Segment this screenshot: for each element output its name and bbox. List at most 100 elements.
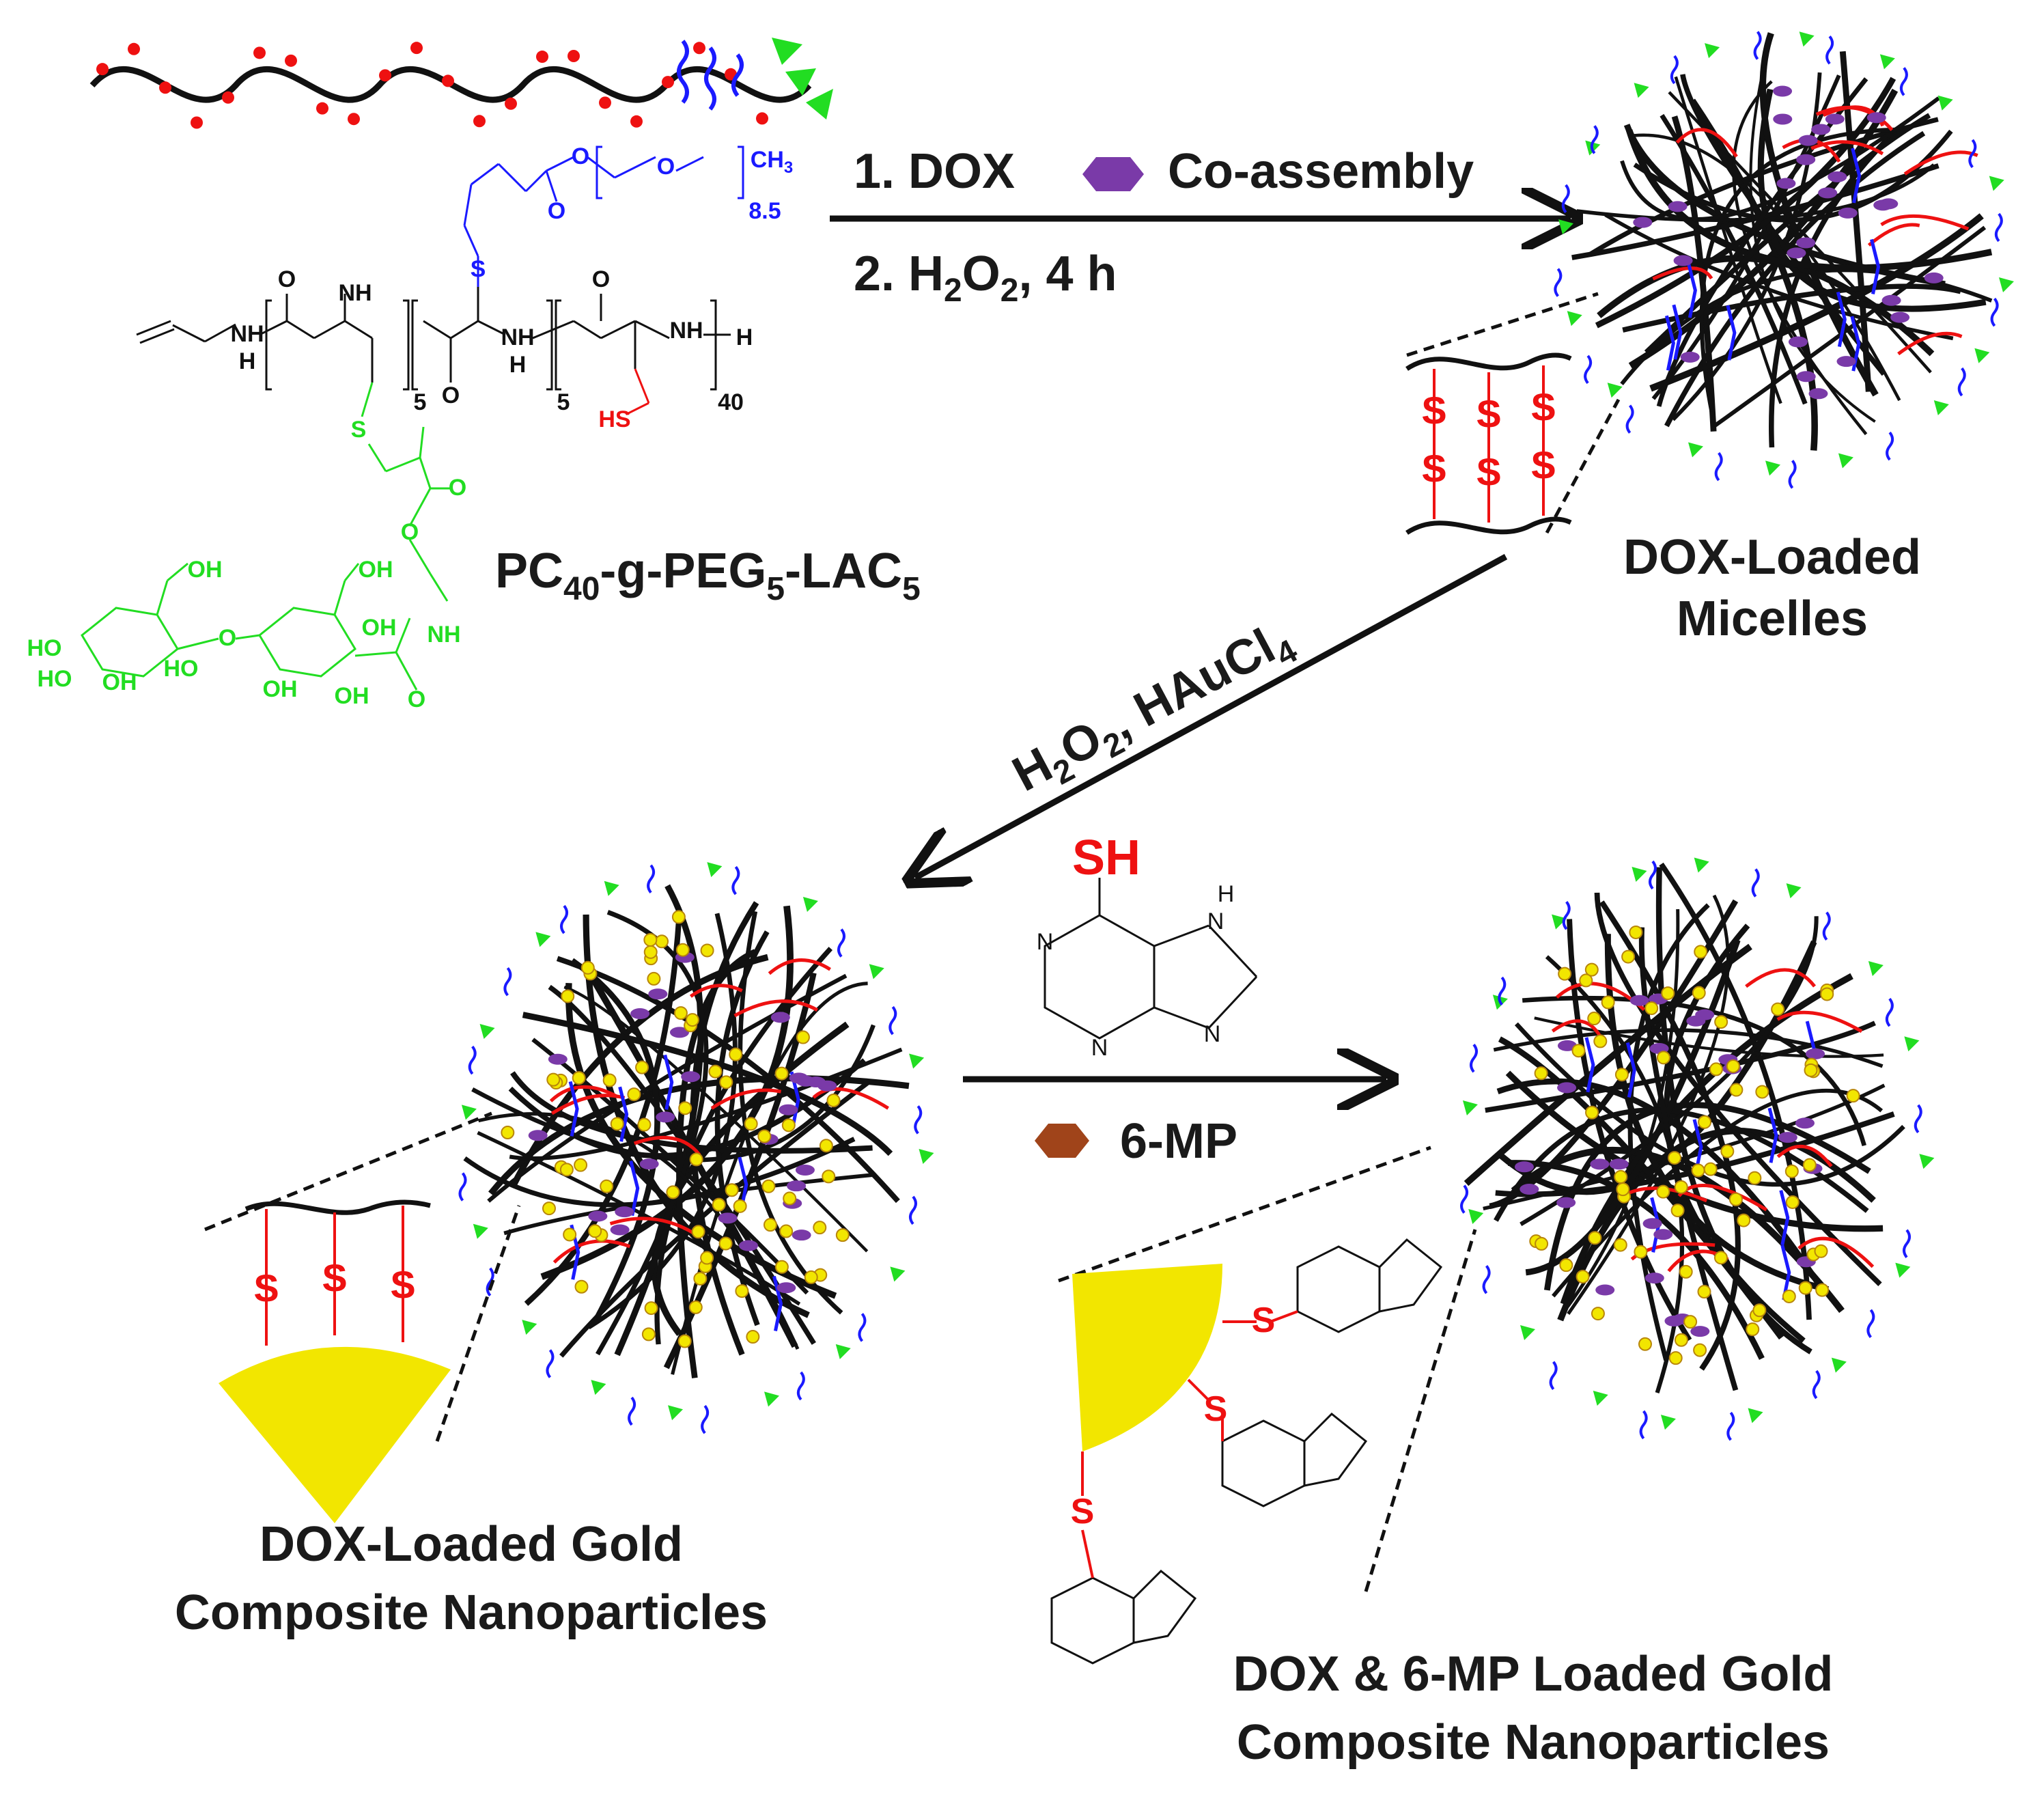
gold-bead	[708, 1064, 723, 1079]
lac-ligand	[802, 897, 818, 913]
polymer-strand	[556, 956, 900, 1204]
thiol-dot	[473, 115, 486, 128]
gold-bead	[542, 1201, 556, 1216]
dox-molecule	[1668, 201, 1688, 212]
lac-ligand	[1838, 453, 1853, 469]
mp-gold-zoom: S S S	[1050, 1145, 1477, 1665]
peg-chain	[1498, 976, 1507, 1006]
gold-bead	[574, 1158, 588, 1172]
peg-strand	[618, 1086, 629, 1142]
peg-chain	[1990, 297, 1999, 327]
gold-bead	[1691, 1163, 1705, 1178]
thiol-dot	[96, 63, 109, 76]
lac-ligand	[919, 1148, 934, 1164]
amide-h-1: H	[239, 348, 256, 374]
peg-chain	[560, 904, 569, 934]
disulfide-link	[1776, 1144, 1833, 1167]
peg-chain	[628, 1396, 636, 1426]
sugar-oh-5: OH	[362, 615, 397, 641]
polymer-strand	[1644, 113, 1931, 355]
gold-bead	[1667, 1151, 1681, 1165]
dox-molecule	[1629, 995, 1649, 1006]
thiol-dot	[568, 49, 580, 62]
polymer-strand	[1520, 916, 1819, 1227]
carbonyl-o-amide-lac: O	[408, 686, 425, 712]
thiol-dot	[599, 96, 611, 109]
lac-ligand	[869, 964, 884, 980]
carbonyl-o-2: O	[442, 383, 460, 408]
gold-bead	[1670, 1204, 1685, 1218]
polymer-strand	[1495, 1111, 1895, 1197]
disulfide-link	[733, 999, 819, 1018]
gold-zoom: S S S	[204, 1111, 521, 1523]
lac-ligand	[1558, 219, 1573, 235]
gold-bead	[1703, 1162, 1718, 1176]
dox-molecule	[681, 1071, 701, 1083]
peg-chain	[1482, 1264, 1491, 1294]
polymer-strand	[1668, 91, 1932, 374]
peg-chain	[837, 928, 846, 958]
peg-chain	[1866, 1309, 1875, 1338]
thiol-dot	[285, 54, 297, 67]
step2-label: 2. H2O2, 4 h	[854, 247, 1117, 309]
gold-bead	[1661, 986, 1675, 1001]
peg-chain	[1590, 125, 1599, 154]
sugar-ho-2: HO	[38, 666, 72, 692]
dox-molecule	[792, 1230, 811, 1241]
lac-ligand	[1552, 914, 1567, 930]
gold-bead	[757, 1129, 772, 1143]
disulfide-link	[549, 1085, 619, 1102]
lac-ligand	[1694, 857, 1709, 873]
polymer-strand	[1534, 1016, 1884, 1058]
dox-molecule	[1590, 1158, 1610, 1170]
peg-chain	[546, 1349, 555, 1378]
gold-bead	[559, 1163, 574, 1177]
gold-bead	[635, 1060, 649, 1074]
lac-ligand	[1593, 1390, 1608, 1406]
gold-bead	[1668, 1351, 1683, 1365]
dox-molecule	[1796, 237, 1816, 249]
lac-structure	[81, 382, 451, 691]
polymer-strand	[1567, 894, 1730, 1315]
gold-bead	[1726, 1059, 1740, 1073]
gold-bead	[685, 1013, 699, 1027]
polymer-strand	[1626, 129, 1993, 272]
peg-chain	[858, 1313, 867, 1342]
methyl-ch3: CH3	[751, 147, 793, 177]
lac-ligand	[1462, 1100, 1478, 1115]
gold-bead	[1584, 962, 1599, 977]
zoom-chain	[244, 1199, 431, 1215]
lac-ligand	[1688, 442, 1704, 458]
dox-molecule	[1673, 255, 1693, 266]
gold-bead	[719, 1075, 733, 1089]
step1-label: 1. DOX	[854, 144, 1015, 199]
gold-bead	[691, 1225, 705, 1239]
dox-molecule	[1811, 124, 1831, 135]
peg-chain	[796, 1371, 805, 1401]
polymer-strand	[1493, 1028, 1884, 1068]
gold-bead	[1709, 1062, 1723, 1076]
peg-chain	[1957, 367, 1966, 397]
peg-chain	[1751, 868, 1760, 898]
polymer-strand	[503, 1172, 876, 1236]
peg-chain	[1460, 1184, 1469, 1214]
lac-ligand	[522, 1320, 537, 1335]
gold-bead	[735, 1284, 749, 1298]
chain-end-h: H	[736, 324, 753, 350]
gold-bead	[1846, 1089, 1860, 1103]
gold-surface-wedge	[219, 1346, 451, 1523]
mp-n: N	[1207, 908, 1224, 934]
disulfide-link	[812, 1087, 889, 1110]
disulfide-link	[710, 1088, 782, 1110]
sugar-oh-3: OH	[102, 669, 137, 695]
gold-bead	[675, 943, 690, 957]
glycosidic-o: O	[219, 625, 236, 651]
peg-chain	[647, 864, 656, 894]
gold-bead	[835, 1228, 850, 1242]
gold-bead	[647, 971, 661, 986]
lac-ligand	[461, 1105, 477, 1120]
gold-bead	[813, 1221, 827, 1235]
gold-bead	[1614, 1068, 1629, 1082]
gold-bead	[1629, 925, 1643, 939]
